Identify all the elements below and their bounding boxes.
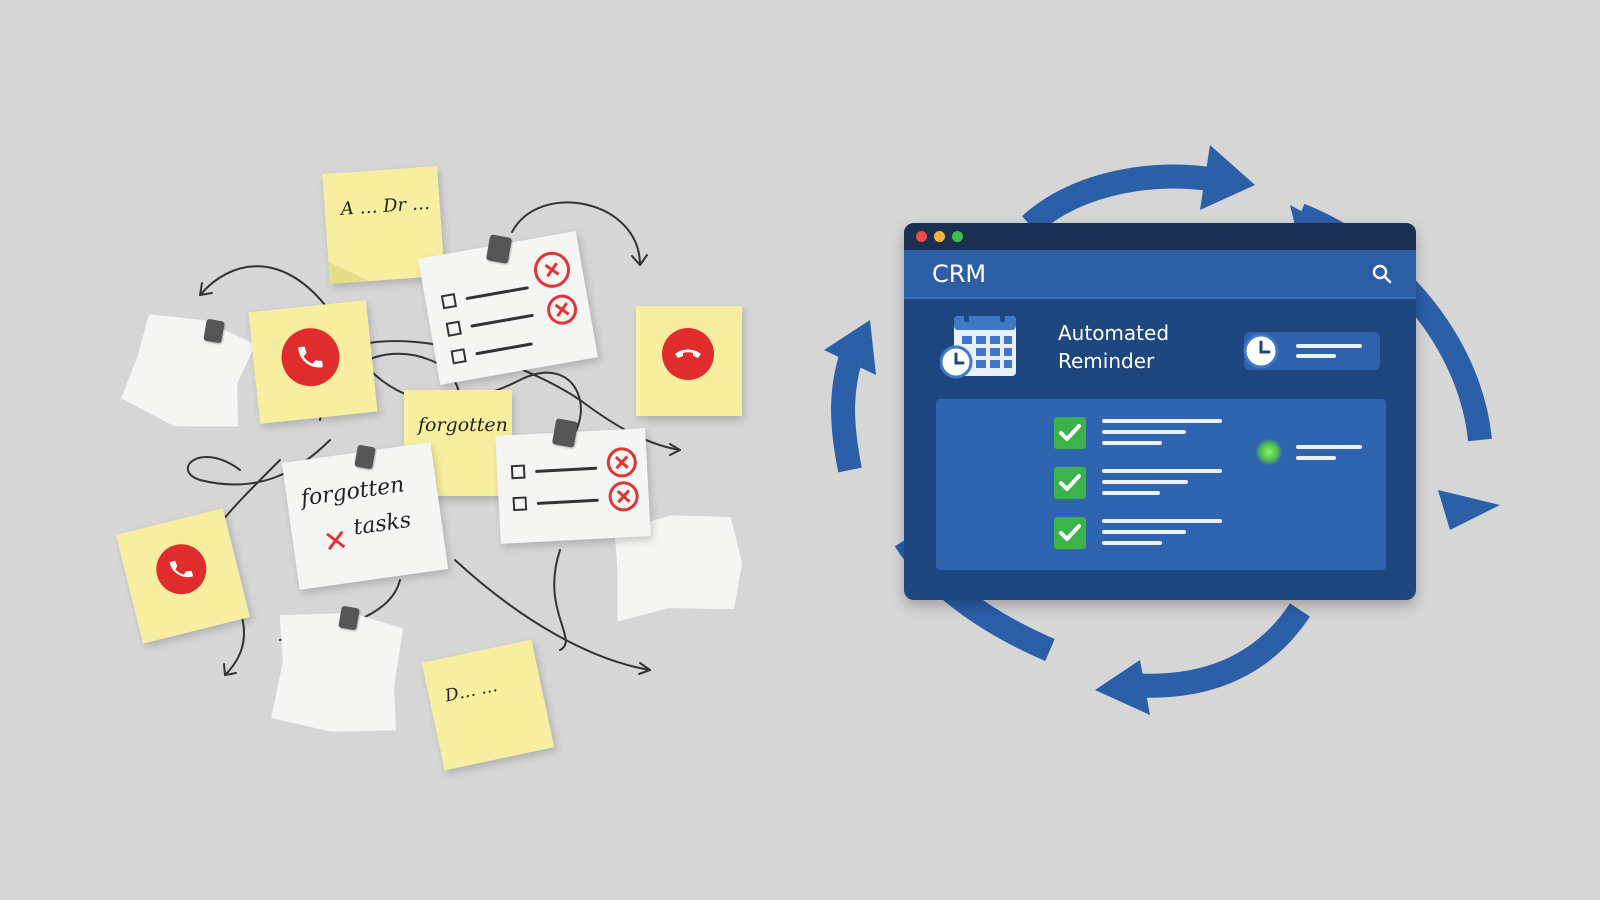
crm-window: CRM Automated Reminder [904, 223, 1416, 600]
window-titlebar [904, 223, 1416, 250]
search-icon[interactable] [1370, 262, 1394, 286]
task-line [1102, 491, 1160, 495]
time-line [1296, 344, 1362, 348]
task-line [1102, 419, 1222, 423]
task-line [1102, 530, 1186, 534]
check-icon[interactable] [1054, 517, 1086, 549]
task-line [1102, 519, 1222, 523]
reminder-line-2: Reminder [1058, 349, 1155, 373]
minimize-window-dot[interactable] [934, 231, 945, 242]
sticky-note [116, 508, 250, 644]
maximize-window-dot[interactable] [952, 231, 963, 242]
phone-icon [151, 538, 212, 600]
reminder-time-pill[interactable] [1243, 332, 1380, 370]
app-header: CRM [904, 250, 1416, 299]
status-indicator [1256, 439, 1282, 465]
sticky-note [636, 306, 742, 416]
clock-icon [1243, 333, 1279, 369]
hang-up-icon [662, 328, 714, 380]
phone-icon [278, 325, 343, 390]
status-line [1296, 445, 1362, 449]
task-line [1102, 480, 1188, 484]
reminder-line-1: Automated [1058, 321, 1170, 345]
automated-reminder-label: Automated Reminder [1058, 319, 1169, 375]
sticky-note [248, 300, 378, 424]
task-line [1102, 430, 1186, 434]
check-icon[interactable] [1054, 467, 1086, 499]
note-text: forgotten [418, 414, 508, 436]
app-title: CRM [932, 260, 987, 288]
status-line [1296, 456, 1336, 460]
check-icon[interactable] [1054, 417, 1086, 449]
time-line [1296, 354, 1336, 358]
task-line [1102, 441, 1162, 445]
task-line [1102, 469, 1222, 473]
calendar-icon [940, 312, 1016, 379]
task-list-panel [936, 399, 1386, 570]
task-line [1102, 541, 1162, 545]
close-window-dot[interactable] [916, 231, 927, 242]
